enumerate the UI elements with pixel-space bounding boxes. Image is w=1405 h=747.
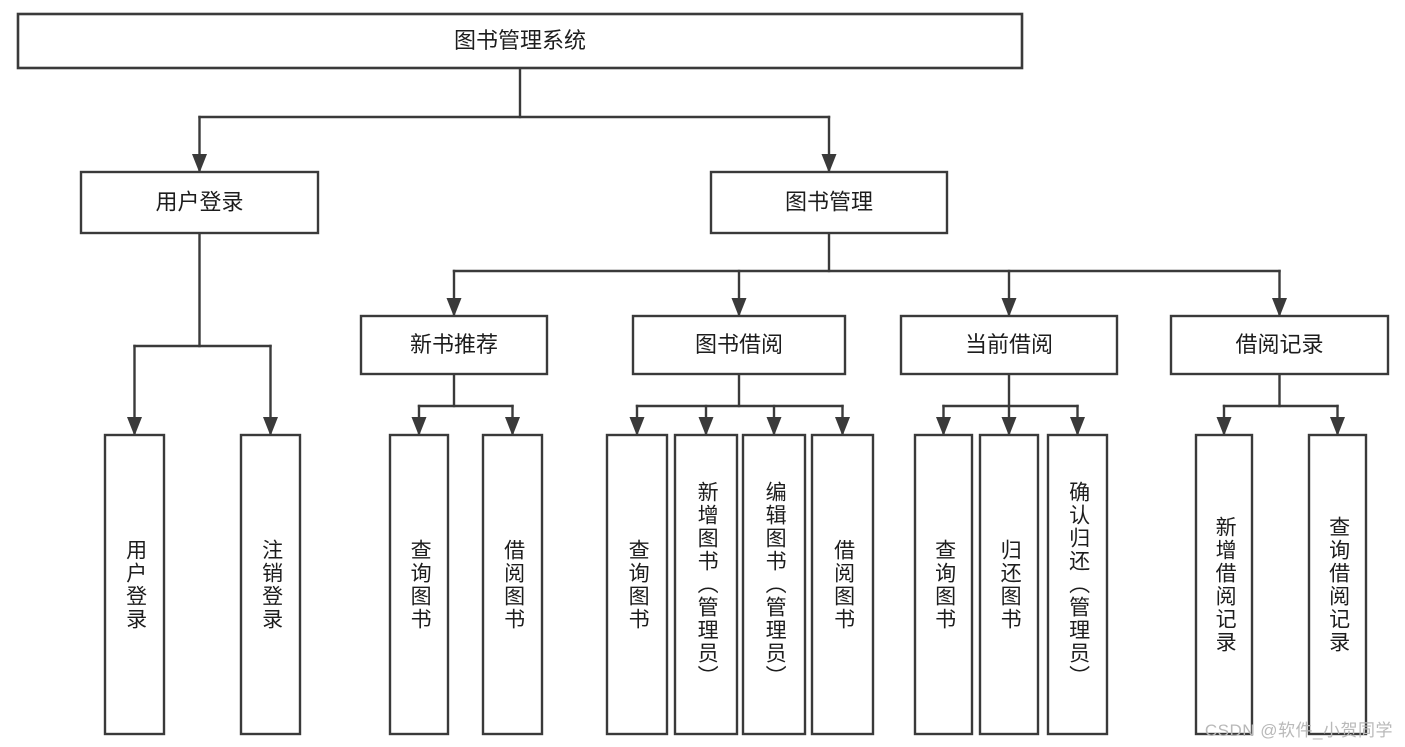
node-box-leaf-query-book-3[interactable] [913,433,974,736]
connector-arrowhead [192,154,207,173]
node-box-leaf-query-record[interactable] [1307,433,1368,736]
node-label-root: 图书管理系统 [454,28,586,53]
node-label-book-borrow: 图书借阅 [695,332,783,357]
connector-arrowhead [505,417,520,436]
node-box-user-login[interactable] [79,170,320,235]
connector-arrowhead [127,417,142,436]
node-box-leaf-borrow-book-2[interactable] [810,433,875,736]
node-box-leaf-return-book[interactable] [978,433,1040,736]
connector-arrowhead [698,417,714,436]
connector-arrowhead [731,298,747,317]
connector-arrowhead [1272,298,1287,317]
connector-arrowhead [1070,417,1085,436]
node-box-leaf-confirm-return[interactable] [1046,433,1109,736]
node-box-new-book-rec[interactable] [359,314,549,376]
node-label-new-book-rec: 新书推荐 [410,332,498,357]
connector-arrowhead [629,417,645,436]
node-box-leaf-query-book-1[interactable] [388,433,450,736]
node-box-leaf-borrow-book-1[interactable] [481,433,544,736]
connector-arrowhead [446,298,462,317]
node-label-user-login: 用户登录 [155,189,243,214]
connector-arrowhead [936,417,951,436]
connector-arrowhead [766,417,782,436]
node-box-leaf-add-book[interactable] [673,433,739,736]
node-box-book-borrow[interactable] [631,314,847,376]
connector-arrowhead [1330,417,1345,436]
node-label-book-manage: 图书管理 [785,189,873,214]
connector-arrowhead [821,154,837,173]
connector-arrowhead [1216,417,1232,436]
node-box-leaf-edit-book[interactable] [741,433,807,736]
node-label-current-borrow: 当前借阅 [965,332,1053,357]
node-box-current-borrow[interactable] [899,314,1119,376]
boxes-layer [16,12,1390,736]
connector-arrowhead [1001,298,1017,317]
node-box-leaf-query-book-2[interactable] [605,433,669,736]
connectors-layer [127,66,1345,437]
node-label-borrow-record: 借阅记录 [1235,332,1323,357]
node-box-book-manage[interactable] [709,170,949,235]
csdn-watermark: CSDN @软件_小贺同学 [1204,721,1393,740]
connector-arrowhead [411,417,427,436]
node-box-leaf-logout[interactable] [239,433,302,736]
node-box-root[interactable] [16,12,1024,70]
node-box-leaf-add-record[interactable] [1194,433,1254,736]
node-box-borrow-record[interactable] [1169,314,1390,376]
node-box-leaf-user-login[interactable] [103,433,166,736]
connector-arrowhead [1001,417,1017,436]
connector-arrowhead [263,417,278,436]
connector-arrowhead [835,417,850,436]
